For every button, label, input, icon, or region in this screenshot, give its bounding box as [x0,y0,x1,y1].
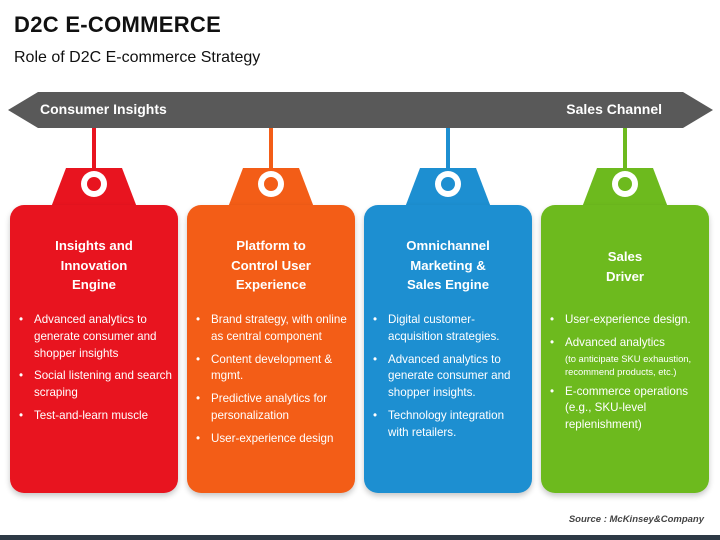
bullet-item: Test-and-learn muscle [10,408,172,425]
bullet-text: Advanced analytics [565,335,665,349]
bullet-text: User-experience design. [565,313,691,326]
page-title: D2C E-COMMERCE [14,12,222,37]
card-2: Platform to Control UserExperienceBrand s… [187,205,355,493]
bullet-text: Advanced analytics to generate consumer … [388,352,511,400]
bullet-item: E-commerce operations (e.g., SKU-level r… [541,384,703,434]
bottom-bar [0,535,720,540]
card-title-line: Omnichannel [406,238,490,253]
bullet-item: Advanced analytics (to anticipate SKU exh… [541,335,703,378]
bullet-item: User-experience design. [541,312,703,329]
card-title-line: Sales [607,249,643,264]
timeline-arrow [8,92,713,128]
card-title-line: Driver [605,268,645,284]
card-title-line: Insights and [55,238,133,253]
bullet-item: Brand strategy, with online as central c… [187,312,349,346]
card-title-line: Platform to [236,238,306,253]
card-title-line: Control User [231,257,311,273]
card-2-connector-line [269,128,273,172]
bullet-item: Social listening and search scraping [10,368,172,402]
bullet-text: Digital customer-acquisition strategies. [388,313,500,343]
card-1-connector-line [92,128,96,172]
bullet-text: Brand strategy, with online as central c… [211,313,347,343]
card-1: Insights andInnovationEngineAdvanced ana… [10,205,178,493]
card-3-connector-line [446,128,450,172]
bullet-text: Content development & mgmt. [211,352,333,383]
card-title-line: Marketing & [410,257,486,273]
card-title-line: Experience [235,277,307,292]
bullet-item: User-experience design [187,431,349,448]
card-title-line: Innovation [60,257,128,273]
card-3-hanger [404,128,492,210]
card-title-line: Sales Engine [406,277,490,292]
arrow-right-label: Sales Channel [566,101,662,117]
card-bullet-list: Advanced analytics to generate consumer … [10,312,172,431]
bullet-text: Social listening and search scraping [34,369,172,400]
bullet-note: (to anticipate SKU exhaustion, recommend… [565,352,692,377]
bullet-text: Predictive analytics for personalization [211,392,327,422]
card-title-line: Engine [72,277,116,292]
card-bullet-list: User-experience design. Advanced analytic… [541,312,703,440]
source-note: Source : McKinsey&Company [568,514,704,525]
bullet-item: Digital customer-acquisition strategies. [364,312,526,346]
bullet-item: Advanced analytics to generate consumer … [10,312,172,362]
bullet-text: Technology integration with retailers. [388,408,505,439]
bullet-item: Predictive analytics for personalization [187,391,349,425]
bullet-text: E-commerce operations (e.g., SKU-level r… [565,384,689,432]
card-1-hanger [50,128,138,210]
card-4: SalesDriverUser-experience design. Advanc… [541,205,709,493]
bullet-text: User-experience design [211,431,334,445]
bullet-item: Technology integration with retailers. [364,408,526,442]
page-subtitle: Role of D2C E-commerce Strategy [14,49,261,66]
bullet-item: Advanced analytics to generate consumer … [364,352,526,402]
card-2-hanger [227,128,315,210]
bullet-text: Advanced analytics to generate consumer … [34,313,157,360]
bullet-item: Content development & mgmt. [187,352,349,386]
bullet-text: Test-and-learn muscle [34,408,149,422]
card-4-hanger [581,128,669,210]
card-bullet-list: Brand strategy, with online as central c… [187,312,349,454]
card-4-connector-line [623,128,627,172]
arrow-left-label: Consumer Insights [40,101,167,117]
card-bullet-list: Digital customer-acquisition strategies.… [364,312,526,448]
